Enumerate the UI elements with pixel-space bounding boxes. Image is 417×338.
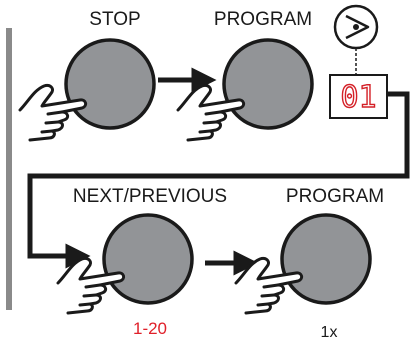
side-bar	[6, 28, 12, 310]
step-3-range: 1-20	[133, 319, 167, 338]
next-previous-knob	[102, 213, 194, 305]
next-previous-button	[56, 213, 194, 315]
play-triangle-icon	[345, 14, 370, 40]
display-frame	[329, 74, 388, 119]
display-value: 01	[340, 80, 376, 115]
stop-button	[18, 38, 156, 142]
program-indicator	[333, 4, 379, 74]
step-3-label: NEXT/PREVIOUS	[73, 186, 227, 207]
program-knob	[280, 213, 372, 305]
pointing-hand-icon	[56, 257, 126, 315]
step-1-label: STOP	[89, 9, 140, 30]
stop-knob	[64, 38, 156, 130]
center-dot	[353, 24, 359, 30]
step-2-label: PROGRAM	[214, 9, 312, 30]
program-button-second	[234, 213, 372, 315]
pointing-hand-icon	[176, 84, 246, 142]
step-4-label: PROGRAM	[286, 186, 384, 207]
program-button-first	[176, 38, 314, 142]
step-4-count: 1x	[321, 324, 338, 338]
program-display: 01	[329, 74, 388, 119]
flow-connector-line	[27, 91, 410, 269]
pointing-hand-icon	[18, 84, 88, 142]
program-knob	[222, 38, 314, 130]
pointing-hand-icon	[234, 257, 304, 315]
